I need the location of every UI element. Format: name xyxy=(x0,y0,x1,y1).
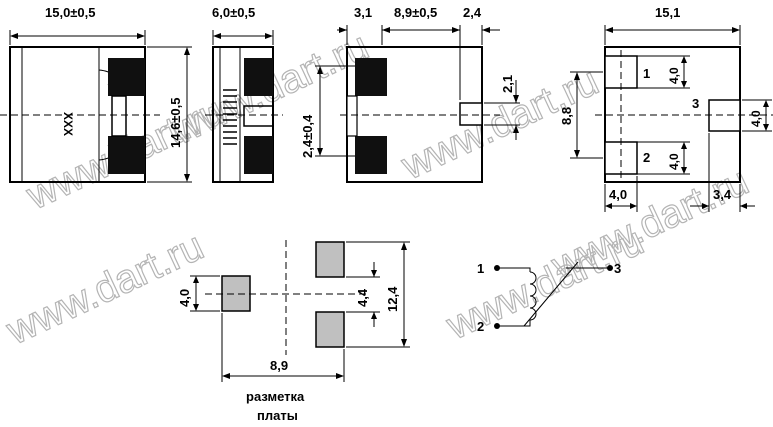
pad-width-dim: 15,1 xyxy=(655,5,680,20)
pcb-pad-height: 4,0 xyxy=(177,289,192,307)
front-width-dim: 15,0±0,5 xyxy=(45,5,96,20)
pcb-height-dim: 12,4 xyxy=(385,286,400,312)
pad-2 xyxy=(604,141,638,175)
schematic-pin-3: 3 xyxy=(614,261,621,276)
winding-top xyxy=(108,58,145,96)
pad-pin-1: 1 xyxy=(643,66,650,81)
top-winding-2 xyxy=(355,136,387,174)
top-winding-1 xyxy=(355,58,387,96)
pcb-caption-1: разметка xyxy=(246,389,305,404)
pad-3 xyxy=(708,99,741,132)
top-pad-3 xyxy=(459,102,483,126)
winding-bottom xyxy=(108,136,145,174)
schematic-pin-2: 2 xyxy=(477,319,484,334)
pad1-height: 4,0 xyxy=(667,67,681,84)
watermark: www.dart.ru xyxy=(544,159,755,289)
top-dim-e: 2,4±0,4 xyxy=(300,114,315,158)
pcb-pad-left xyxy=(221,275,251,312)
pcb-gap-dim: 4,4 xyxy=(355,288,370,307)
schematic-pin-1: 1 xyxy=(477,261,484,276)
pad-view: 15,1 1 2 3 4,0 4,0 4,0 8,8 xyxy=(559,5,773,212)
pad-bottom-right-dim: 3,4 xyxy=(713,187,732,202)
top-dim-b: 8,9±0,5 xyxy=(394,5,437,20)
side-winding-top xyxy=(244,58,273,96)
schematic: 1 2 3 xyxy=(477,261,621,334)
front-height-dim: 14,6±0,5 xyxy=(168,97,183,148)
top-dim-a: 3,1 xyxy=(354,5,372,20)
pcb-width-dim: 8,9 xyxy=(270,358,288,373)
side-winding-bottom xyxy=(244,136,273,174)
top-dim-c: 2,4 xyxy=(463,5,482,20)
pad2-height: 4,0 xyxy=(667,153,681,170)
side-width-dim: 6,0±0,5 xyxy=(212,5,255,20)
top-view: 3,1 8,9±0,5 2,4 2,4±0,4 2,1 xyxy=(300,5,520,183)
pcb-layout: 4,0 4,4 12,4 8,9 разметка платы xyxy=(177,240,410,423)
top-dim-d: 2,1 xyxy=(500,75,515,93)
pad-pin-3: 3 xyxy=(692,96,699,111)
side-view: 6,0±0,5 xyxy=(205,5,283,183)
pad-pin-2: 2 xyxy=(643,150,650,165)
pad3-height: 4,0 xyxy=(749,110,763,127)
watermark: www.dart.ru xyxy=(0,224,210,354)
pcb-caption-2: платы xyxy=(257,408,298,423)
pad-bottom-left-dim: 4,0 xyxy=(609,187,627,202)
front-view: XXX 15,0±0,5 14,6±0,5 xyxy=(0,5,192,183)
marking-label: XXX xyxy=(61,112,75,136)
pcb-pad-bottom xyxy=(315,311,345,348)
pcb-pad-top xyxy=(315,241,345,278)
pad-span-dim: 8,8 xyxy=(559,107,574,125)
